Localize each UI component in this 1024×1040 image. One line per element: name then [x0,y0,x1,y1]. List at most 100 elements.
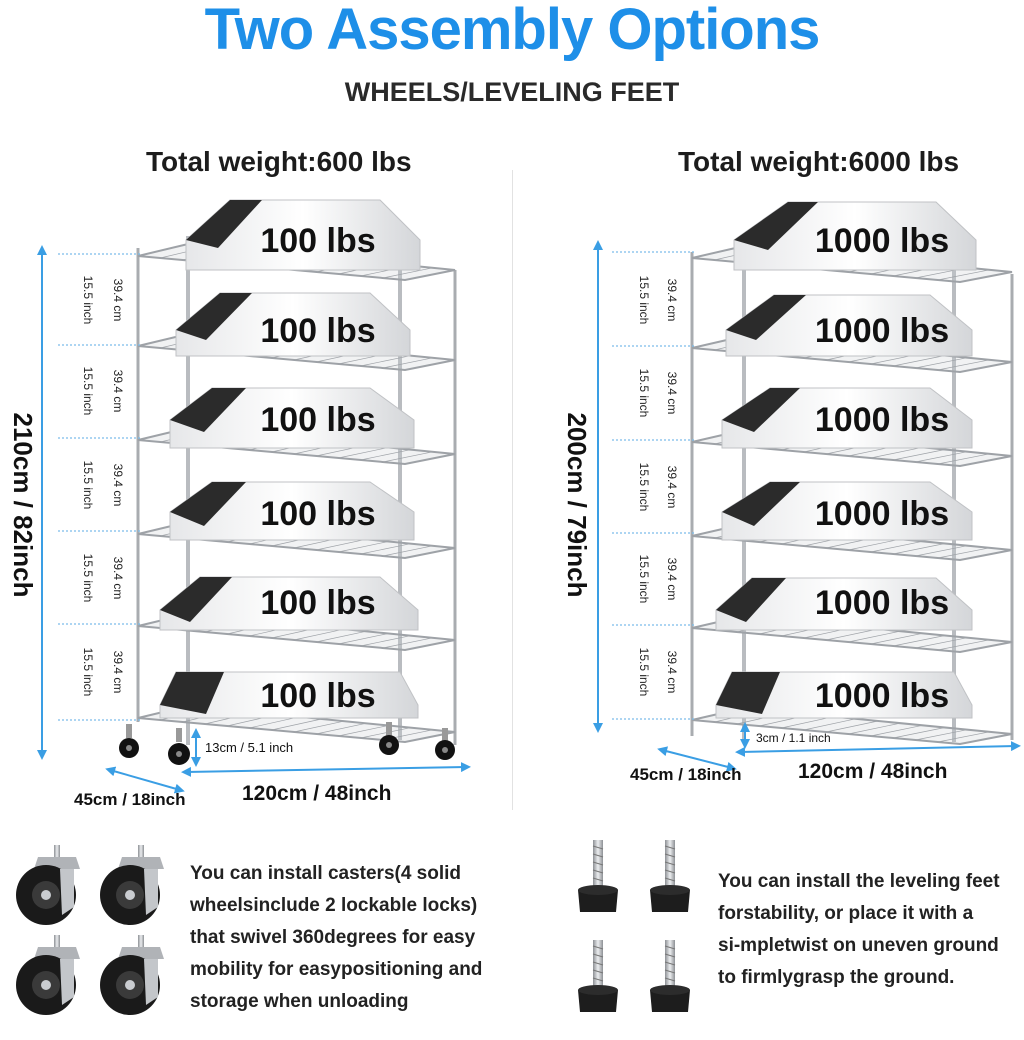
shelf-wire [848,538,901,551]
caster-wheel-icon [435,728,455,760]
load-label: 1000 lbs [815,584,949,622]
shelf-wire [382,545,433,557]
caster-wheel-icon [119,724,139,758]
spacing-label: 39.4 cm [665,651,679,694]
load-box [715,671,973,719]
shelf-wire [915,357,968,369]
shelf-wire [271,718,322,731]
load-label: 1000 lbs [815,312,949,350]
load-label: 1000 lbs [815,222,949,260]
spacing-label: 39.4 cm [665,372,679,415]
leveling-foot-icon [650,840,690,912]
load-label: 100 lbs [260,312,375,350]
caster-wheel-icon [16,935,80,1015]
left-weight-title: Total weight:600 lbs [146,146,412,177]
description-line: mobility for easypositioning and [190,959,483,980]
shelf-wire [338,541,389,553]
shelf-wire [360,727,411,739]
shelf-wire [382,637,433,649]
spacing-label: 15.5 inch [81,276,95,325]
load-box [169,481,415,541]
description-line: to firmlygrasp the ground. [718,967,955,988]
spacing-label: 15.5 inch [81,461,95,510]
description-line: forstability, or place it with a [718,903,974,924]
casters-description: You can install casters(4 solid wheelsin… [190,858,482,1018]
page-title: Two Assembly Options [204,0,821,62]
load-box [721,387,973,449]
description-line: You can install the leveling feet [718,871,1000,892]
caster-wheel-icon [100,935,164,1015]
spacing-label: 39.4 cm [111,464,125,507]
caster-wheel-icon [168,728,190,765]
spacing-label: 39.4 cm [111,370,125,413]
spacing-label: 39.4 cm [111,279,125,322]
shelf-wire [892,543,946,555]
description-line: wheelsinclude 2 lockable locks) [190,895,478,916]
shelf-wire [293,628,344,641]
left-height-label: 210cm / 82inch [8,413,38,598]
description-line: You can install casters(4 solid [190,863,462,884]
shelf-wire [915,729,968,741]
shelf-wire [892,355,946,367]
load-box [159,576,419,631]
load-box [721,481,973,541]
shelf-wire [360,543,411,555]
load-box [175,292,411,357]
leveling-foot-icon [578,940,618,1012]
shelf-wire [915,545,968,557]
shelf-wire [249,716,300,729]
shelf-wire [870,632,923,645]
description-line: storage when unloading [190,991,409,1012]
load-box [169,387,415,449]
shelf-wire [892,635,946,647]
spacing-label: 39.4 cm [665,558,679,601]
load-box [733,201,977,271]
shelf-wire [937,731,990,743]
shelf-wire [338,725,389,737]
spacing-label: 39.4 cm [665,279,679,322]
left-depth-label: 45cm / 18inch [74,790,186,809]
shelf-wire [781,716,834,729]
leveling-feet-image [578,840,690,1012]
spacing-label: 39.4 cm [111,557,125,600]
spacing-label: 15.5 inch [81,554,95,603]
shelf-wire [937,269,990,281]
spacing-label: 15.5 inch [637,648,651,697]
shelf-wire [338,447,389,459]
leveling-foot-icon [578,840,618,912]
load-box [725,294,973,357]
shelf-wire [360,355,411,367]
description-line: si-mpletwist on uneven ground [718,935,999,956]
right-width-label: 120cm / 48inch [798,760,947,783]
right-height-label: 200cm / 79inch [562,413,592,598]
shelf-wire [803,718,856,731]
load-label: 1000 lbs [815,401,949,439]
shelf-wire [360,635,411,647]
shelf-wire [937,639,990,651]
description-line: that swivel 360degrees for easy [190,927,476,948]
load-box [185,199,421,271]
shelf-wire [937,359,990,371]
shelf-wire [870,446,923,459]
spacing-label: 39.4 cm [111,651,125,694]
right-depth-label: 45cm / 18inch [630,765,742,784]
caster-wheel-icon [379,722,399,755]
caster-wheel-icon [100,845,164,925]
shelf-wire [360,449,411,461]
load-box [715,577,973,631]
load-label: 100 lbs [260,401,375,439]
shelf-wire [382,267,433,279]
spacing-label: 15.5 inch [81,367,95,416]
spacing-label: 15.5 inch [637,463,651,512]
shelf-wire [937,453,990,465]
load-label: 1000 lbs [815,677,949,715]
shelf-wire [382,357,433,369]
shelf-wire [892,727,946,739]
shelf-wire [870,724,923,737]
shelf-wire [915,637,968,649]
spacing-label: 15.5 inch [637,555,651,604]
right-clearance-label: 3cm / 1.1 inch [756,731,831,745]
load-label: 100 lbs [260,584,375,622]
shelf-wire [338,633,389,645]
